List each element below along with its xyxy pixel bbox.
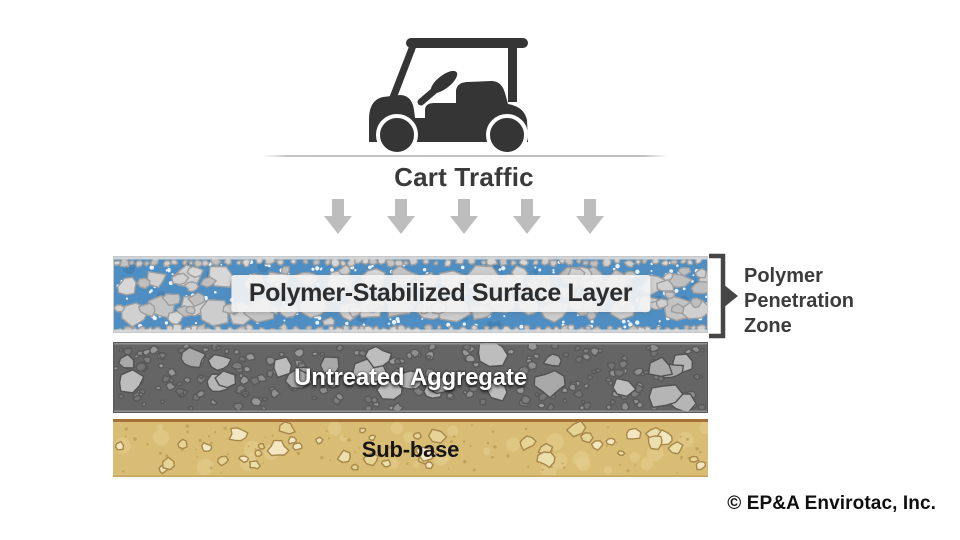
cart-traffic-label: Cart Traffic xyxy=(394,162,534,192)
golf-cart-icon xyxy=(369,38,528,156)
down-arrow-icon xyxy=(387,199,415,234)
copyright-label: © EP&A Envirotac, Inc. xyxy=(727,493,936,514)
traffic-arrows xyxy=(323,199,605,234)
subbase-label: Sub-base xyxy=(361,436,460,462)
ground-line xyxy=(263,155,667,157)
aggregate-texture xyxy=(114,343,707,412)
down-arrow-icon xyxy=(576,199,604,234)
down-arrow-icon xyxy=(324,199,352,234)
aggregate-label: Untreated Aggregate xyxy=(294,363,527,391)
surface-label-band: Polymer-Stabilized Surface Layer xyxy=(230,275,651,312)
layer-subbase: Sub-base xyxy=(113,419,708,477)
right-bracket-pointer-icon xyxy=(709,253,738,339)
penetration-zone-line: Polymer xyxy=(744,265,823,287)
subbase-texture xyxy=(113,419,708,477)
down-arrow-icon xyxy=(513,199,541,234)
penetration-zone-label: Polymer Penetration Zone xyxy=(744,264,884,339)
surface-label: Polymer-Stabilized Surface Layer xyxy=(248,279,633,307)
layer-aggregate: Untreated Aggregate xyxy=(113,342,708,413)
down-arrow-icon xyxy=(450,199,478,234)
layer-surface: Polymer-Stabilized Surface Layer xyxy=(113,256,708,333)
penetration-zone-line: Penetration xyxy=(744,290,855,312)
penetration-zone-line: Zone xyxy=(744,315,792,337)
